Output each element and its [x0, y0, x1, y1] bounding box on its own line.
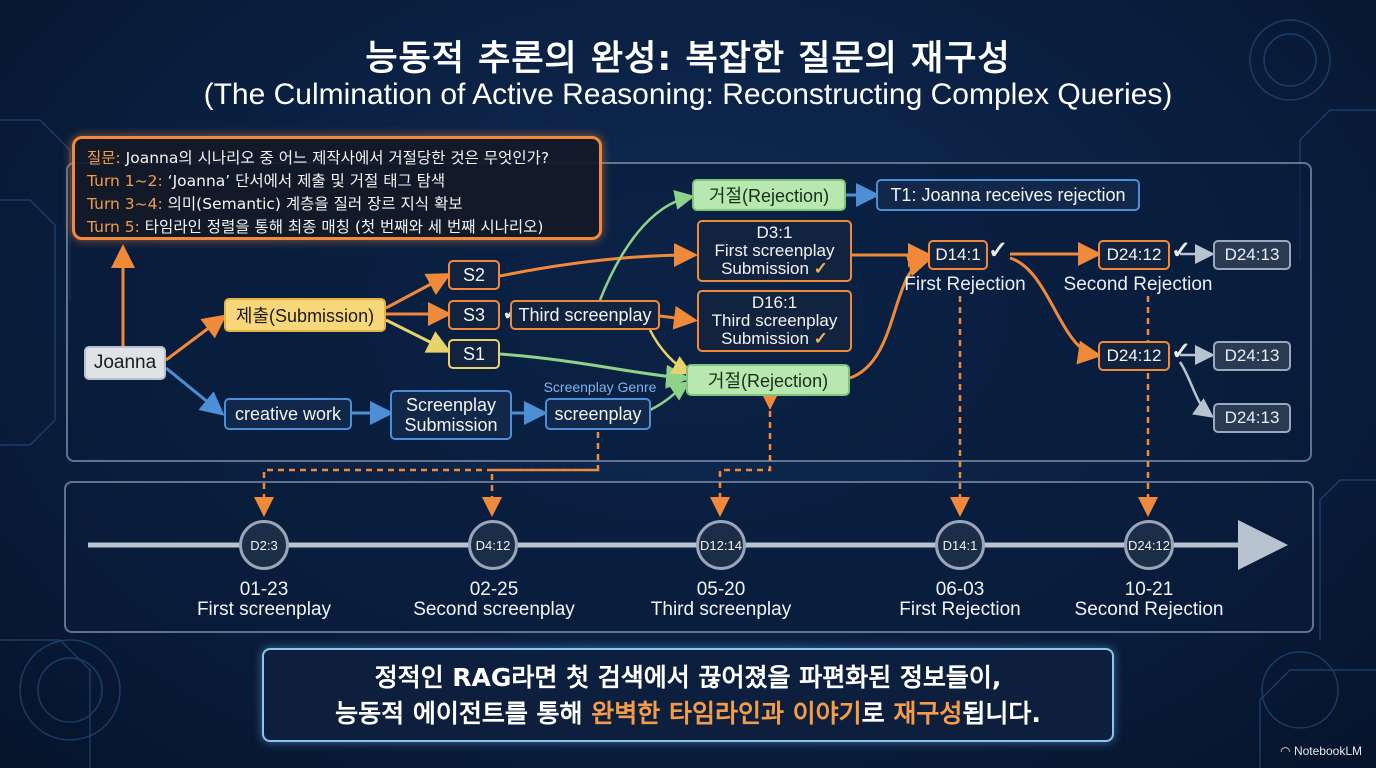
- node-label: D24:13: [1224, 408, 1280, 427]
- node-label: D24:12: [1106, 346, 1162, 365]
- turn-label: Turn 1~2:: [87, 172, 163, 190]
- turn-label: Turn 3~4:: [87, 195, 163, 213]
- node-label: S3: [462, 304, 486, 325]
- node-label: D24:12: [1106, 245, 1162, 264]
- node-label: First screenplay: [714, 241, 835, 260]
- node-third-screenplay: Third screenplay: [510, 300, 660, 330]
- node-label: D16:1: [751, 293, 798, 312]
- node-label: screenplay: [554, 403, 642, 424]
- second-rejection-label: Second Rejection: [1063, 274, 1213, 295]
- node-d16: D16:1 Third screenplay Submission ✓: [697, 290, 852, 352]
- node-d24-bottom: D24:12: [1098, 341, 1170, 371]
- node-label: D24:13: [1224, 346, 1280, 365]
- node-t1: T1: Joanna receives rejection: [876, 179, 1140, 211]
- turn-line: Turn 5: 타임라인 정렬을 통해 최종 매칭 (첫 번째와 세 번째 시나…: [87, 216, 587, 239]
- timeline-marker: D4:12: [468, 520, 518, 570]
- conclusion-box: 정적인 RAG라면 첫 검색에서 끊어졌을 파편화된 정보들이, 능동적 에이전…: [262, 648, 1114, 742]
- genre-label: Screenplay Genre: [543, 379, 657, 395]
- conclusion-line-1: 정적인 RAG라면 첫 검색에서 끊어졌을 파편화된 정보들이,: [374, 663, 1002, 692]
- node-label: D3:1: [756, 223, 793, 242]
- page-title: 능동적 추론의 완성: 복잡한 질문의 재구성: [365, 39, 1011, 79]
- timeline-marker: D14:1: [935, 520, 985, 570]
- question-text: Joanna의 시나리오 중 어느 제작사에서 거절당한 것은 무엇인가?: [120, 149, 550, 167]
- node-label: S2: [462, 264, 486, 285]
- node-label: S1: [462, 343, 486, 364]
- first-rejection-label: First Rejection: [904, 274, 1026, 295]
- timeline-marker: D2:3: [239, 520, 289, 570]
- node-label: Screenplay: [405, 395, 497, 415]
- node-rejection-top: 거절(Rejection): [692, 179, 846, 211]
- node-rejection-bottom: 거절(Rejection): [686, 364, 850, 396]
- timeline-marker-id: D4:12: [475, 537, 511, 553]
- turn-text: 타임라인 정렬을 통해 최종 매칭 (첫 번째와 세 번째 시나리오): [139, 218, 544, 236]
- brand-logo: ◠ NotebookLM: [1280, 744, 1362, 758]
- node-d24-13-top: D24:13: [1213, 240, 1291, 270]
- node-submission: 제출(Submission): [224, 298, 386, 332]
- node-d24-13-bottom: D24:13: [1213, 403, 1291, 433]
- node-screenplay: screenplay: [545, 398, 651, 430]
- node-label: 거절(Rejection): [707, 371, 829, 391]
- node-s2: S2: [448, 260, 500, 290]
- timeline-marker-id: D2:3: [250, 537, 278, 553]
- node-joanna: Joanna: [84, 346, 166, 380]
- page-subtitle: (The Culmination of Active Reasoning: Re…: [203, 78, 1173, 111]
- conclusion-line-2: 능동적 에이전트를 통해 완벽한 타임라인과 이야기로 재구성됩니다.: [335, 699, 1041, 728]
- question-box: 질문: Joanna의 시나리오 중 어느 제작사에서 거절당한 것은 무엇인가…: [72, 136, 602, 240]
- node-screenplay-submission: Screenplay Submission: [390, 390, 512, 440]
- turn-line: Turn 3~4: 의미(Semantic) 계층을 질러 장르 지식 확보: [87, 193, 587, 216]
- node-label: D24:13: [1224, 245, 1280, 264]
- node-s3: S3: [448, 300, 500, 330]
- turn-line: Turn 1~2: ‘Joanna’ 단서에서 제출 및 거절 태그 탐색: [87, 170, 587, 193]
- node-label: 거절(Rejection): [708, 186, 830, 206]
- node-d3: D3:1 First screenplay Submission ✓: [697, 220, 852, 282]
- node-d24-top: D24:12: [1098, 240, 1170, 270]
- node-creative-work: creative work: [224, 398, 352, 430]
- node-label: Third screenplay: [518, 304, 652, 325]
- check-icon: ✓: [1171, 237, 1192, 264]
- brand-text: NotebookLM: [1293, 744, 1362, 758]
- question-label: 질문:: [87, 149, 121, 167]
- timeline-marker-id: D24:12: [1128, 537, 1170, 553]
- node-label: Submission ✓: [721, 329, 828, 348]
- node-label: Third screenplay: [711, 311, 838, 330]
- node-s1: S1: [448, 339, 500, 369]
- timeline-marker-id: D14:1: [942, 537, 978, 553]
- check-icon: ✓: [1171, 338, 1192, 365]
- node-label: Joanna: [93, 352, 157, 373]
- timeline-marker: D12:14: [696, 520, 746, 570]
- node-label: 제출(Submission): [235, 306, 375, 326]
- turn-label: Turn 5:: [87, 218, 140, 236]
- turn-text: 의미(Semantic) 계층을 질러 장르 지식 확보: [162, 195, 463, 213]
- node-label: D14:1: [935, 245, 981, 264]
- check-icon: ✓: [813, 259, 828, 278]
- node-label: creative work: [234, 403, 342, 424]
- check-icon: ✓: [813, 329, 828, 348]
- node-label: Submission: [404, 415, 498, 435]
- turn-text: ‘Joanna’ 단서에서 제출 및 거절 태그 탐색: [162, 172, 446, 190]
- check-icon: ✓: [988, 237, 1009, 264]
- node-label: T1: Joanna receives rejection: [890, 184, 1126, 205]
- timeline-marker: D24:12: [1124, 520, 1174, 570]
- question-line: 질문: Joanna의 시나리오 중 어느 제작사에서 거절당한 것은 무엇인가…: [87, 147, 587, 170]
- node-d14: D14:1: [928, 240, 988, 270]
- node-d24-13-mid: D24:13: [1213, 341, 1291, 371]
- brand-icon: ◠: [1280, 744, 1294, 758]
- timeline-marker-id: D12:14: [700, 537, 742, 553]
- node-label: Submission ✓: [721, 259, 828, 278]
